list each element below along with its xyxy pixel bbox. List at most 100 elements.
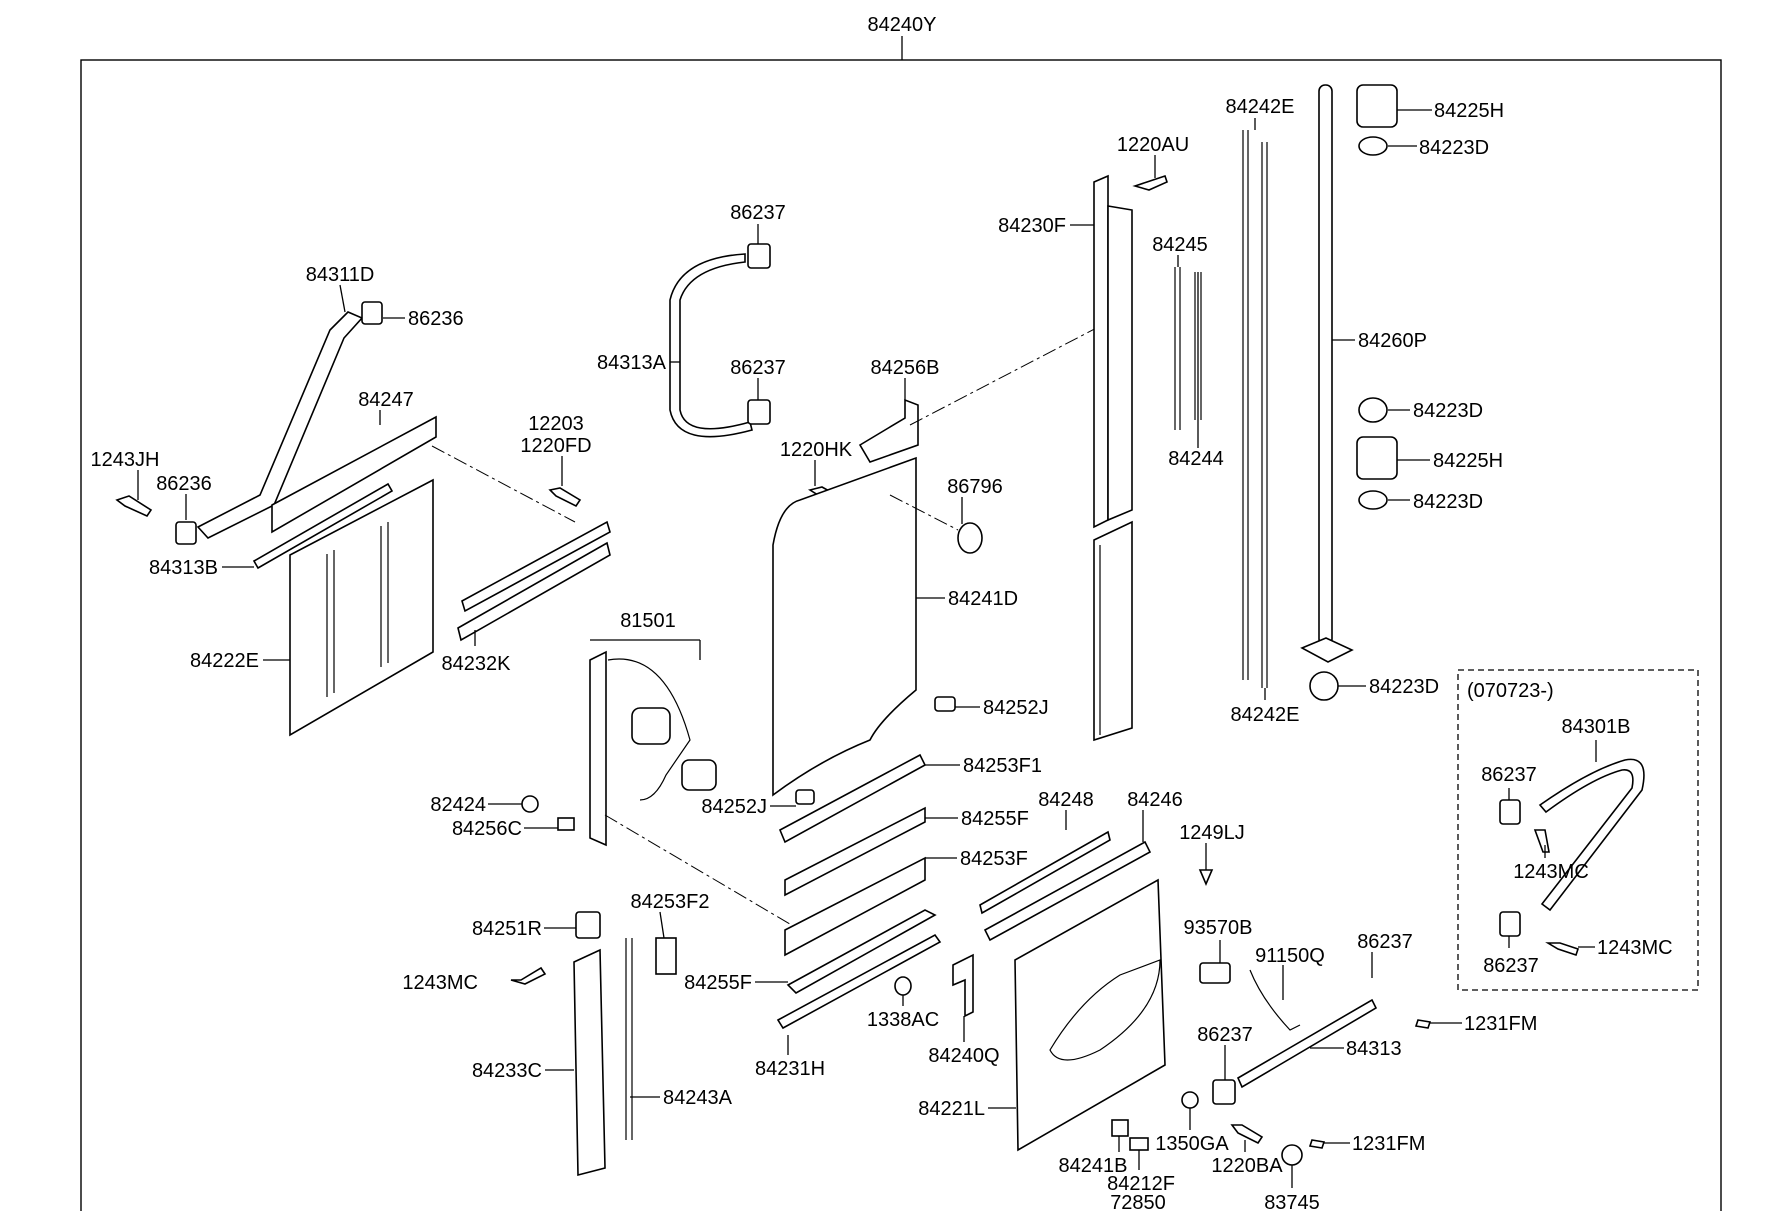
bracket-84253F2 [655, 937, 677, 975]
screw-1243JH [115, 495, 153, 518]
label-1243MC-c: 1243MC [402, 972, 478, 994]
label-84245: 84245 [1152, 234, 1208, 256]
label-84241D: 84241D [948, 588, 1018, 610]
label-84223D-1: 84223D [1419, 137, 1489, 159]
inset-note: (070723-) [1467, 680, 1554, 702]
strip-84246 [983, 840, 1152, 942]
label-84233C: 84233C [472, 1060, 542, 1082]
label-84256B: 84256B [871, 357, 940, 379]
label-84230F: 84230F [998, 215, 1066, 237]
label-84252J-a: 84252J [983, 697, 1049, 719]
label-84252J-b: 84252J [701, 796, 767, 818]
channel-84230F-front [1107, 205, 1133, 522]
label-84223D-4: 84223D [1369, 676, 1439, 698]
nut-1350GA [1181, 1091, 1199, 1109]
screw-1220FD [548, 487, 582, 508]
screw-1220BA [1230, 1124, 1264, 1145]
clip-86237-b [747, 399, 771, 425]
label-84225H-mid: 84225H [1433, 450, 1503, 472]
label-84244: 84244 [1168, 448, 1224, 470]
clip-86236-b [175, 521, 197, 545]
bracket-84256C [557, 817, 575, 831]
hinge-84225H-top [1356, 84, 1398, 128]
channel-84230F-lower [1093, 520, 1133, 742]
clip-86237-d [1499, 799, 1521, 825]
cap-83745 [1281, 1144, 1303, 1166]
screw-1220AU [1132, 174, 1168, 191]
label-84242E-top: 84242E [1226, 96, 1295, 118]
label-1243JH: 1243JH [91, 449, 160, 471]
label-81501: 81501 [620, 610, 676, 632]
screw-1243MC-b [1533, 829, 1550, 853]
label-86796: 86796 [947, 476, 1003, 498]
part-shapes [115, 84, 1699, 1177]
label-82424: 82424 [430, 794, 486, 816]
assembly-frame [80, 59, 1722, 1211]
label-84242E-bot: 84242E [1231, 704, 1300, 726]
label-1220HK: 1220HK [780, 439, 853, 461]
label-84313B: 84313B [149, 557, 218, 579]
label-86237-e: 86237 [1483, 955, 1539, 977]
assembly-label: 84240Y [868, 14, 937, 36]
grommet-86796 [957, 522, 983, 554]
strip-84247 [271, 415, 437, 534]
label-84311D: 84311D [306, 264, 375, 286]
switch-93570B [1199, 962, 1231, 984]
leader-lines [137, 109, 1597, 1188]
channel-84231H [776, 933, 942, 1030]
screw-1231FM-a [1414, 1019, 1432, 1029]
label-84260P: 84260P [1358, 330, 1427, 352]
label-84212F: 84212F [1107, 1173, 1175, 1195]
screw-1249LJ [1198, 869, 1214, 887]
label-86237-d: 86237 [1357, 931, 1413, 953]
label-12203: 12203 [528, 413, 584, 435]
bracket-84240Q [952, 953, 974, 1018]
channel-84253F [784, 856, 926, 957]
bush-84223D-2 [1358, 397, 1388, 423]
channel-84230F [1093, 174, 1109, 529]
clip-84241B [1111, 1119, 1129, 1137]
label-1220AU: 1220AU [1117, 134, 1189, 156]
label-86237-f: 86237 [1197, 1024, 1253, 1046]
label-84241B: 84241B [1059, 1155, 1128, 1177]
rod-84301B [1538, 758, 1645, 912]
label-1249LJ: 1249LJ [1179, 822, 1245, 844]
label-84301B: 84301B [1562, 716, 1631, 738]
label-84225H-top: 84225H [1434, 100, 1504, 122]
channel-84255F-a [784, 806, 926, 897]
screw-1231FM-b [1308, 1139, 1326, 1149]
channel-84255F-b [786, 909, 937, 994]
rod-84313B [252, 482, 394, 570]
inset-frame [1457, 669, 1699, 991]
label-86237-b: 86237 [730, 357, 786, 379]
glass-84241D [772, 456, 917, 797]
label-84255F-a: 84255F [961, 808, 1029, 830]
label-86236-a: 86236 [408, 308, 464, 330]
screw-1243MC-c [1545, 942, 1580, 957]
label-84221L: 84221L [918, 1098, 985, 1120]
panel-84222E [289, 478, 434, 737]
motor-81501 [631, 707, 671, 745]
clip-84252J-b [795, 789, 815, 805]
label-1231FM-a: 1231FM [1464, 1013, 1537, 1035]
clip-86237-a [747, 243, 771, 269]
hinge-84225H-mid [1356, 436, 1398, 480]
guide-84251R [575, 911, 601, 939]
label-86237-a: 86237 [730, 202, 786, 224]
label-1220BA: 1220BA [1211, 1155, 1283, 1177]
motor-81501-b [681, 759, 717, 791]
label-84253F1: 84253F1 [963, 755, 1042, 777]
label-84253F2: 84253F2 [631, 891, 710, 913]
label-84313: 84313 [1346, 1038, 1402, 1060]
label-93570B: 93570B [1184, 917, 1253, 939]
nut-1338AC [894, 976, 912, 996]
bush-84223D-3 [1358, 490, 1388, 510]
rod-84313 [1236, 998, 1378, 1089]
label-84243A: 84243A [663, 1087, 733, 1109]
strip-84248 [979, 830, 1111, 915]
rod-84313A [669, 253, 753, 438]
label-84222E: 84222E [190, 650, 259, 672]
label-86237-c: 86237 [1481, 764, 1537, 786]
pole-base [1300, 637, 1354, 663]
